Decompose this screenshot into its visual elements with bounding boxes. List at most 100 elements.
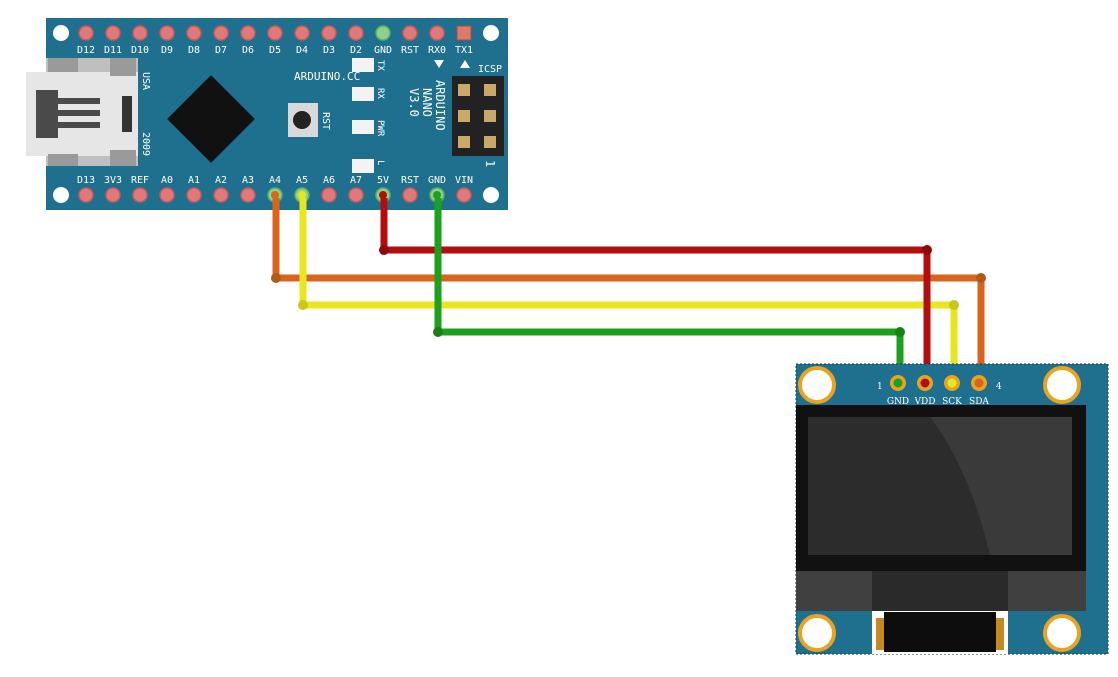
icsp-header (452, 76, 504, 156)
usb-text-year: 2009 (140, 132, 151, 156)
pin-label-a1: A1 (188, 175, 200, 186)
pin-pad-vin[interactable] (456, 187, 472, 203)
pin-pad-rst[interactable] (402, 187, 418, 203)
led-pwr (352, 120, 374, 134)
pin-pad-gnd[interactable] (375, 25, 391, 41)
pin-pad-a1[interactable] (186, 187, 202, 203)
pin-pad-d8[interactable] (186, 25, 202, 41)
oled-pin-label-sck: SCK (942, 397, 962, 407)
model-line3: V3.0 (407, 88, 421, 117)
pin-label-a3: A3 (242, 175, 254, 186)
pin-label-ref: REF (131, 175, 149, 186)
pin-pad-ref[interactable] (132, 187, 148, 203)
wire-bend (949, 300, 959, 310)
pin-pad-d12[interactable] (78, 25, 94, 41)
reset-button[interactable] (288, 103, 318, 137)
pin-label-rx0: RX0 (428, 45, 446, 56)
pin-pad-rst[interactable] (402, 25, 418, 41)
pin-pad-a6[interactable] (321, 187, 337, 203)
led-rx-label: RX (375, 88, 385, 99)
oled-mount-hole (1043, 366, 1081, 404)
oled-mount-hole (1043, 614, 1081, 652)
wire-sck[interactable] (299, 198, 958, 383)
wire-bend (922, 245, 932, 255)
pin-label-d6: D6 (242, 45, 254, 56)
oled-pin4-number: 4 (996, 382, 1002, 392)
pin-label-rst: RST (401, 175, 419, 186)
mount-hole (53, 25, 69, 41)
pin-label-a6: A6 (323, 175, 335, 186)
pin-pad-a3[interactable] (240, 187, 256, 203)
wires (271, 198, 986, 383)
oled-pin-label-sda: SDA (969, 397, 989, 407)
pin-label-gnd: GND (428, 175, 446, 186)
pin-label-vin: VIN (455, 175, 473, 186)
model-line2: NANO (420, 88, 434, 117)
oled-wire-end-sck (947, 378, 957, 388)
pin-pad-d6[interactable] (240, 25, 256, 41)
wire-vdd[interactable] (380, 198, 931, 383)
tx-arrow-icon (460, 60, 470, 68)
pin-label-d4: D4 (296, 45, 308, 56)
wire-bend (379, 245, 389, 255)
oled-pin-row: GND VDD SCK SDA (887, 375, 989, 407)
pin-label-5v: 5V (377, 175, 389, 186)
pin-label-gnd: GND (374, 45, 392, 56)
rx-arrow-icon (434, 60, 444, 68)
wire-end-a4 (271, 191, 279, 199)
pin-label-d12: D12 (77, 45, 95, 56)
brand-label: ARDUINO.CC (294, 70, 360, 83)
oled-wire-end-gnd (893, 378, 903, 388)
pin-pad-d7[interactable] (213, 25, 229, 41)
mount-hole (483, 187, 499, 203)
oled-wire-end-sda (974, 378, 984, 388)
pin-label-tx1: TX1 (455, 45, 473, 56)
led-tx-label: TX (375, 60, 385, 71)
pin-pad-tx1[interactable] (456, 25, 472, 41)
oled-pin-label-gnd: GND (887, 397, 909, 407)
pin-pad-d9[interactable] (159, 25, 175, 41)
pin-label-a2: A2 (215, 175, 227, 186)
wire-end-gnd (433, 191, 441, 199)
reset-button-label: RST (320, 112, 331, 130)
wire-bend (298, 300, 308, 310)
oled-pin-label-vdd: VDD (914, 397, 936, 407)
pin-pad-d11[interactable] (105, 25, 121, 41)
pin-pad-d3[interactable] (321, 25, 337, 41)
led-pwr-label: PWR (375, 120, 385, 137)
pin-label-d5: D5 (269, 45, 281, 56)
pin-pad-d13[interactable] (78, 187, 94, 203)
wire-bend (976, 273, 986, 283)
pin-pad-d10[interactable] (132, 25, 148, 41)
wire-sda[interactable] (272, 198, 985, 383)
pin-pad-d2[interactable] (348, 25, 364, 41)
pin-label-3v3: 3V3 (104, 175, 122, 186)
pin-pad-rx0[interactable] (429, 25, 445, 41)
pin-label-d3: D3 (323, 45, 335, 56)
model-line1: ARDUINO (433, 80, 447, 131)
wire-bend (895, 327, 905, 337)
led-rx (352, 87, 374, 101)
pin-pad-d4[interactable] (294, 25, 310, 41)
pin-pad-d5[interactable] (267, 25, 283, 41)
pin-label-d11: D11 (104, 45, 122, 56)
pin-label-d9: D9 (161, 45, 173, 56)
wire-gnd[interactable] (434, 198, 904, 383)
pin-label-d7: D7 (215, 45, 227, 56)
pin-label-a7: A7 (350, 175, 362, 186)
led-l (352, 159, 374, 173)
arduino-nano-board: USA 2009 RST ARDUINO.CC TX RX PWR L ARDU… (26, 18, 508, 210)
pin-label-d10: D10 (131, 45, 149, 56)
pin-pad-3v3[interactable] (105, 187, 121, 203)
pin-pad-a7[interactable] (348, 187, 364, 203)
oled-mount-hole (798, 366, 836, 404)
flex-cable-body (884, 612, 996, 652)
pin-pad-a2[interactable] (213, 187, 229, 203)
wire-end-5v (379, 191, 387, 199)
pin-pad-a0[interactable] (159, 187, 175, 203)
pin-label-d8: D8 (188, 45, 200, 56)
